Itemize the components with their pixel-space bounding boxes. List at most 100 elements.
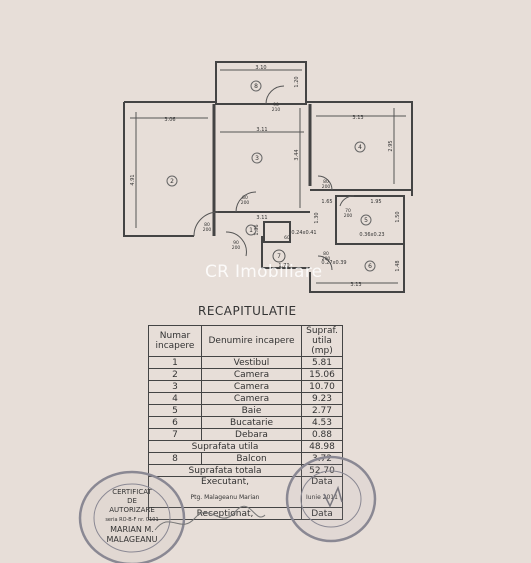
header-area: Supraf. utila (mp) [301,325,343,357]
door-kitchen-80: 80 [323,251,329,257]
row-number: 1 [148,356,202,369]
signature-scribble [154,505,266,531]
door-arc-kitchen [317,255,333,271]
row-area: 5.81 [301,356,343,369]
row-name: Debara [201,428,302,441]
room-label-4: 4 [358,144,362,151]
dim-room6-h: 1.48 [395,260,401,271]
balcony-outline [215,61,307,105]
row-area: 4.53 [301,416,343,429]
dim-150: 1.50 [395,211,401,222]
room-3-circle [251,152,263,164]
room-label-8: 8 [254,83,258,90]
dim-130: 1.30 [314,212,320,223]
row-area: 0.88 [301,428,343,441]
stamp-line: MARIAN M. [110,525,154,534]
row-number: 6 [148,416,202,429]
row-number: 3 [148,380,202,393]
stamp-line: seria RO-B-F nr. 0101 [105,517,158,523]
signature-mark [323,485,343,508]
certification-stamp: CERTIFICAT DE AUTORIZARE seria RO-B-F nr… [78,470,186,563]
storage-circle [272,249,286,263]
door-balcony-90: 90 [273,102,279,108]
useful-area-value: 48.98 [301,440,343,453]
row-number: 4 [148,392,202,405]
row-number: 2 [148,368,202,381]
dim-balcony-h: 1.20 [294,76,300,87]
dim-room3-h: 3.44 [294,149,300,160]
date-label-2: Data [301,507,343,520]
door-bath-200: 200 [344,213,353,219]
door-room2-80: 80 [204,222,210,228]
room-label-1: 1 [249,227,253,234]
door-arc-room3 [235,191,257,213]
table-row: 1 Vestibul 5.81 [148,356,343,369]
room-label-2: 2 [170,178,174,185]
door-storage-60: 60 [284,235,290,241]
area-summary-table: Numar incapere Denumire incapere Supraf.… [148,325,343,520]
table-row: 3 Camera 10.70 [148,380,343,393]
header-room-name: Denumire incapere [201,325,302,357]
stamp-inner-ring [93,483,171,553]
header-room-number: Numar incapere [148,325,202,357]
date-value: Iunie 2011 [304,493,340,503]
room-1-circle [245,224,257,236]
row-name: Baie [201,404,302,417]
signature-line [154,505,266,531]
door-arc-room2 [193,211,219,237]
room-4-circle [354,141,366,153]
storage-outline [263,221,291,243]
dim-room2-w: 3.06 [164,117,175,123]
table-row: 5 Baie 2.77 [148,404,343,417]
floor-plan-drawing: 8 2 3 4 5 6 1 7 3.10 1.20 3.06 4.91 3.11… [123,61,413,293]
row-number: 8 [148,452,202,465]
room-label-5: 5 [364,217,368,224]
wall-left-bottom [123,102,194,237]
total-area-value: 52.70 [301,464,343,477]
dim-027x039: 0.27x0.39 [321,260,346,266]
row-area: 10.70 [301,380,343,393]
row-area: 9.23 [301,392,343,405]
seal-inner-ring [300,470,362,528]
row-name: Camera [201,380,302,393]
dim-165: 1.65 [321,199,332,205]
door-arc-entry [225,231,247,257]
dim-balcony-w: 3.10 [255,65,266,71]
row-name: Vestibul [201,356,302,369]
dim-room4-h: 2.95 [388,140,394,151]
dim-hall-h: 1.36 [254,224,260,235]
door-bath-70: 70 [345,208,351,214]
dim-room6-w: 3.13 [350,282,361,288]
table-row: 2 Camera 15.06 [148,368,343,381]
room-6-circle [364,260,376,272]
wall-top-right [306,101,413,196]
dim-room3-w: 3.11 [256,127,267,133]
room-8-circle [250,80,262,92]
table-row: 6 Bucatarie 4.53 [148,416,343,429]
row-area: 2.77 [301,404,343,417]
engineer-seal [285,455,377,543]
door-kitchen-200: 200 [322,256,331,262]
door-arc-room4 [317,175,333,191]
dim-024x041: 0.24x0.41 [291,230,316,236]
dim-036x023: 0.36x0.23 [359,232,384,238]
door-room3-80: 80 [242,195,248,201]
wall-hall-bottom [261,236,310,269]
room-5-circle [360,214,372,226]
door-room4-200: 200 [322,184,331,190]
door-room2-200: 200 [203,227,212,233]
row-number: 7 [148,428,202,441]
recap-title: RECAPITULATIE [198,304,297,318]
seal-outer-ring [285,455,377,543]
door-entry-200: 200 [232,245,241,251]
row-name: Bucatarie [201,416,302,429]
date-label: Data [304,477,340,487]
dim-room4-w: 3.13 [352,115,363,121]
room-label-7: 7 [277,253,281,260]
door-arc-balcony [265,85,285,105]
door-room4-80: 80 [323,179,329,185]
stamp-line: CERTIFICAT [112,488,152,496]
row-number: 5 [148,404,202,417]
stamp-outer-ring [78,470,186,563]
